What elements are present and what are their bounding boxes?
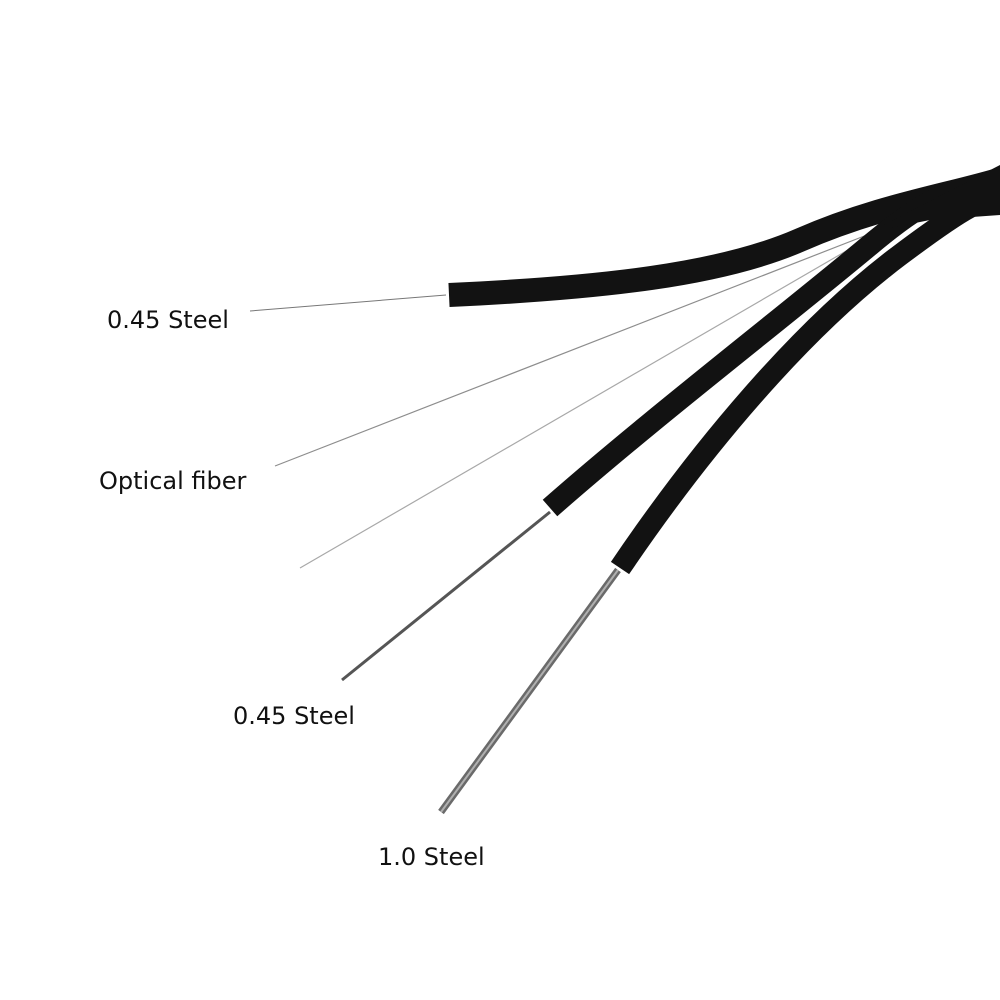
optical-fiber-strand [299, 235, 873, 569]
steel-wire-highlight [440, 569, 619, 813]
cable-junction [870, 165, 1000, 232]
label-optical-fiber: Optical fiber [99, 467, 247, 495]
cable-jacket-bottom [610, 188, 1000, 575]
steel-wire-045 [341, 510, 551, 682]
label-top-steel: 0.45 Steel [107, 306, 229, 334]
label-middle-steel: 0.45 Steel [233, 702, 355, 730]
label-bottom-steel: 1.0 Steel [378, 843, 485, 871]
leader-line-top-steel [249, 294, 447, 312]
optical-fiber-strand [274, 232, 873, 467]
